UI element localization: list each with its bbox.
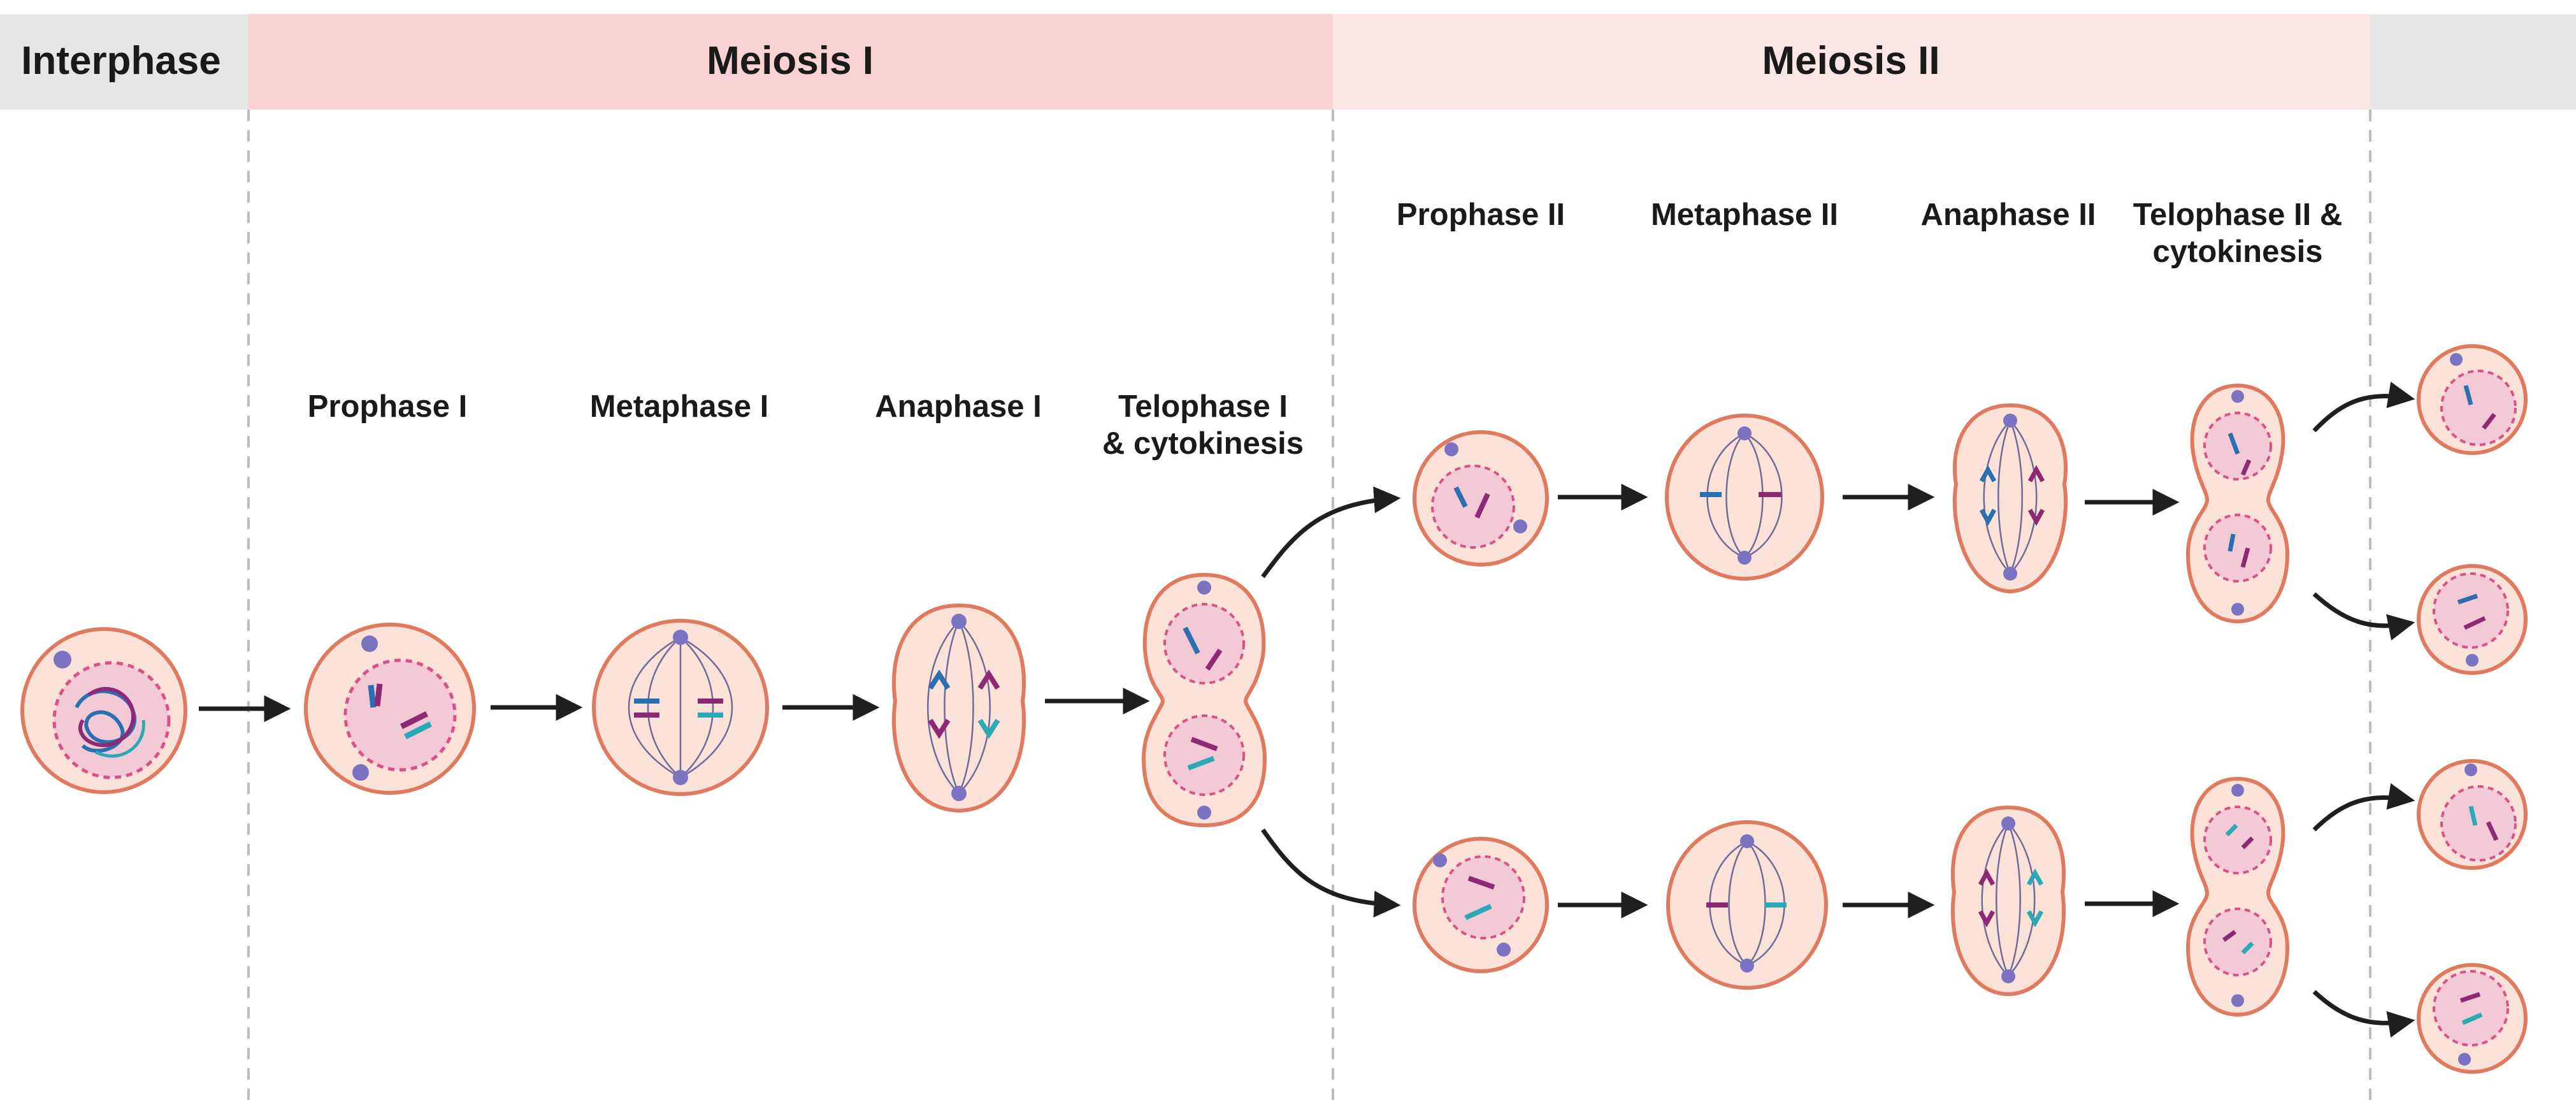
centrosome — [54, 651, 71, 669]
label-anaphase-ii: Anaphase II — [1920, 198, 2096, 232]
daughter-cell — [2417, 759, 2528, 870]
centrosome — [1197, 581, 1211, 595]
cell-metaphase-ii-top — [1665, 414, 1824, 581]
label-prophase-i: Prophase I — [308, 389, 468, 424]
cell-telophase-ii-bottom — [2185, 776, 2290, 1017]
centrosome — [1444, 442, 1458, 456]
daughter-cell — [2417, 344, 2528, 455]
arrow — [2312, 381, 2415, 433]
centrosome — [2466, 654, 2479, 667]
centrosome — [2001, 816, 2015, 830]
centrosome — [361, 635, 378, 652]
label-telophase-ii-line1: Telophase II & — [2133, 198, 2343, 232]
centrosome — [2001, 969, 2015, 983]
centrosome — [673, 770, 688, 785]
centrosome — [1513, 519, 1527, 533]
arrow — [2312, 592, 2415, 640]
meiosis-i-title: Meiosis I — [707, 39, 874, 83]
end-band — [2370, 14, 2576, 110]
label-telophase-ii-line2: cytokinesis — [2153, 235, 2323, 269]
meiosis-i-band — [248, 14, 1333, 110]
centrosome — [2231, 994, 2244, 1007]
cell-anaphase-ii-top — [1952, 403, 2068, 594]
centrosome — [1738, 426, 1752, 440]
interphase-title: Interphase — [21, 39, 221, 83]
arrow — [1261, 828, 1401, 918]
meiosis-ii-title: Meiosis II — [1762, 39, 1939, 83]
centrosome — [2458, 1053, 2471, 1066]
interphase-band — [0, 14, 248, 110]
centrosome — [1197, 806, 1211, 820]
centrosome — [2450, 353, 2463, 366]
cell-anaphase-ii-bottom — [1950, 805, 2066, 997]
label-metaphase-i: Metaphase I — [590, 389, 768, 424]
interphase-cell — [20, 627, 187, 794]
cell-prophase-ii-top — [1413, 430, 1549, 567]
arrow — [2312, 990, 2415, 1038]
centrosome — [1497, 943, 1511, 957]
centrosome — [2003, 414, 2017, 428]
cell-metaphase-ii-bottom — [1666, 820, 1828, 990]
cell-prophase-ii-bottom — [1413, 837, 1549, 973]
label-metaphase-ii: Metaphase II — [1651, 198, 1838, 232]
label-telophase-i-line2: & cytokinesis — [1102, 426, 1304, 461]
centrosome — [673, 630, 688, 645]
cell-telophase-i — [1141, 572, 1267, 828]
centrosome — [2231, 603, 2244, 616]
label-prophase-ii: Prophase II — [1397, 198, 1565, 232]
cell-prophase-i — [304, 623, 476, 795]
centrosome — [2003, 567, 2017, 581]
cell-anaphase-i — [891, 603, 1026, 813]
arrow — [2312, 783, 2415, 832]
centrosome — [951, 786, 967, 801]
centrosome — [1740, 959, 1754, 973]
label-anaphase-i: Anaphase I — [875, 389, 1041, 424]
centrosome — [2464, 763, 2477, 776]
centrosome — [2231, 784, 2244, 797]
meiosis-ii-band — [1333, 14, 2370, 110]
centrosome — [352, 764, 369, 781]
centrosome — [1738, 551, 1752, 565]
centrosome — [1740, 834, 1754, 848]
centrosome — [951, 614, 967, 629]
cell-telophase-ii-top — [2185, 383, 2290, 624]
label-telophase-i-line1: Telophase I — [1118, 389, 1288, 424]
daughter-cell — [2417, 564, 2528, 675]
centrosome — [1433, 853, 1447, 867]
centrosome — [2231, 390, 2244, 403]
daughter-cell — [2417, 963, 2528, 1074]
cell-metaphase-i — [592, 619, 769, 796]
arrow — [1261, 486, 1401, 579]
